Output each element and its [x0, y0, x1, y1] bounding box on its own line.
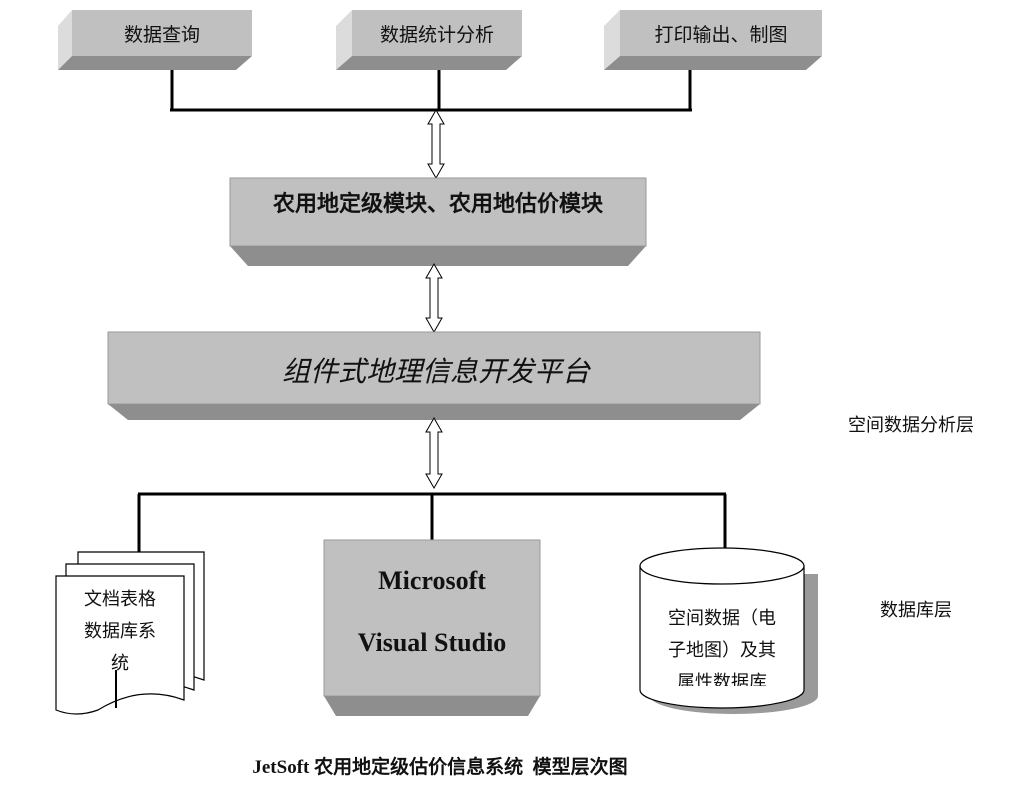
- spatial-database-cylinder: 空间数据（电 子地图）及其 属性数据库: [639, 547, 818, 714]
- visual-studio-line-1: Microsoft: [378, 566, 486, 595]
- platform-box: 组件式地理信息开发平台: [107, 331, 761, 420]
- documents-line-3: 统: [111, 653, 129, 674]
- spatial-line-1: 空间数据（电: [668, 608, 776, 629]
- platform-label: 组件式地理信息开发平台: [282, 355, 591, 388]
- visual-studio-box: Microsoft Visual Studio: [323, 539, 541, 716]
- top-module-print: 打印输出、制图: [604, 10, 822, 70]
- spatial-line-3: 属性数据库: [677, 672, 767, 693]
- documents-database: 文档表格 数据库系 统: [55, 551, 205, 715]
- top-module-print-label: 打印输出、制图: [654, 24, 787, 46]
- documents-line-2: 数据库系: [84, 621, 156, 642]
- top-module-query: 数据查询: [58, 10, 252, 70]
- diagram-caption: JetSoft 农用地定级估价信息系统 模型层次图: [252, 755, 627, 778]
- top-connector: [170, 70, 692, 112]
- side-label-database-layer: 数据库层: [880, 600, 952, 621]
- top-module-query-label: 数据查询: [124, 24, 200, 46]
- visual-studio-line-2: Visual Studio: [358, 628, 507, 657]
- double-arrow-3: [425, 416, 443, 490]
- top-module-statistics: 数据统计分析: [336, 10, 522, 70]
- documents-line-1: 文档表格: [84, 589, 156, 610]
- top-module-statistics-label: 数据统计分析: [380, 24, 494, 46]
- middle-module: 农用地定级模块、农用地估价模块: [229, 177, 647, 266]
- double-arrow-1: [427, 108, 445, 180]
- middle-module-label: 农用地定级模块、农用地估价模块: [272, 191, 604, 217]
- spatial-line-2: 子地图）及其: [668, 640, 776, 661]
- side-label-analysis-layer: 空间数据分析层: [848, 415, 974, 436]
- double-arrow-2: [425, 262, 443, 334]
